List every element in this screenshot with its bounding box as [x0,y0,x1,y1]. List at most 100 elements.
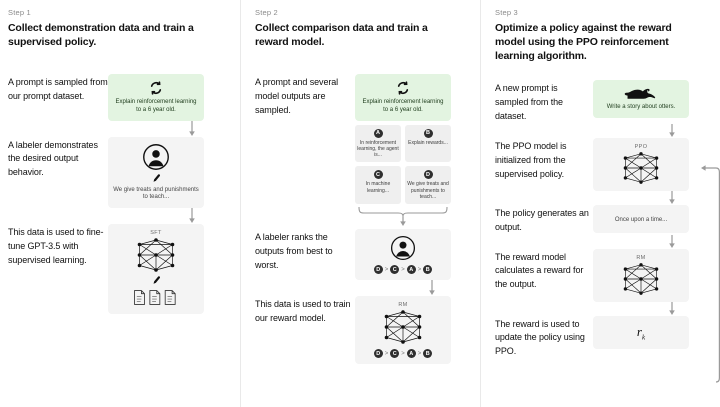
step-2-rm-tag: RM [398,302,408,308]
step-3-flow: A new prompt is sampled from the dataset… [495,79,720,383]
step-2-row-outputs: A In reinforcement learning, the agent i… [255,124,480,228]
step-1-flow: A prompt is sampled from our prompt data… [8,73,240,315]
step-2-desc-outputs [255,125,355,127]
step-2-row-prompt: A prompt and several model outputs are s… [255,73,480,121]
step-3-reward-panel: rk [593,315,689,350]
step-2-row-ranker: A labeler ranks the outputs from best to… [255,229,480,280]
step-3-arrow-4 [624,301,720,316]
person-circle-icon [390,235,416,261]
step-2-ranker-panel: D > C > A > B [355,229,451,280]
rm-rank-badge-1: D [373,349,383,358]
output-option-c[interactable]: C In machine learning... [355,166,401,204]
outputs-grid: A In reinforcement learning, the agent i… [355,124,451,204]
step-3-output-text: Once upon a time... [614,216,668,223]
rank-sep-2: > [401,266,405,273]
output-badge-b: B [423,128,433,138]
output-option-b[interactable]: B Explain rewards... [405,124,451,163]
rm-rank-badge-4: B [423,349,433,358]
step-3-desc-output: The policy generates an output. [495,207,589,232]
step-2-title: Collect comparison data and train a rewa… [255,22,428,48]
reward-formula-sub: k [641,333,646,342]
output-badge-c: C [373,170,383,180]
step-1-label: Step 1 [8,8,31,17]
step-2-desc-prompt: A prompt and several model outputs are s… [255,76,339,115]
step-3-title: Optimize a policy against the reward mod… [495,22,672,62]
step-3-row-rm: The reward model calculates a reward for… [495,248,720,302]
reward-formula-base: r [636,323,642,339]
step-1-desc-labeler: A labeler demonstrates the desired outpu… [8,139,98,178]
rm-rank-sep-2: > [401,350,405,357]
rank-sep-1: > [384,266,389,273]
ranking-row-labeler: D > C > A > B [373,265,433,274]
step-2-column: Step 2 Collect comparison data and train… [240,0,480,407]
rank-badge-1: D [373,265,383,274]
step-2-row-rm: This data is used to train our reward mo… [255,296,480,364]
step-3-rm-panel: RM [593,248,689,302]
step-2-arrow-1 [384,280,480,296]
rm-rank-badge-3: A [406,349,416,358]
neural-network-icon [618,151,664,185]
step-3-row-ppo: The PPO model is initialized from the su… [495,137,720,191]
step-3-desc-reward: The reward is used to update the policy … [495,318,585,357]
step-3-arrow-2 [624,190,720,205]
documents-icon [133,289,179,306]
step-3-desc-ppo: The PPO model is initialized from the su… [495,140,567,179]
step-3-ppo-tag: PPO [634,143,648,150]
step-3-desc-prompt: A new prompt is sampled from the dataset… [495,82,563,121]
step-3-prompt-text: Write a story about otters. [606,103,676,110]
neural-network-icon [379,309,427,345]
step-2-label: Step 2 [255,8,278,17]
step-3-row-output: The policy generates an output. Once upo… [495,204,720,235]
step-3-row-prompt: A new prompt is sampled from the dataset… [495,79,720,124]
output-text-c: In machine learning... [365,181,391,194]
output-text-b: Explain rewards... [408,139,448,146]
step-3-desc-rm: The reward model calculates a reward for… [495,251,584,290]
step-2-desc-ranker: A labeler ranks the outputs from best to… [255,232,333,270]
step-1-labeler-text: We give treats and punishments to teach.… [113,186,199,201]
step-1-labeler-panel: We give treats and punishments to teach.… [108,136,204,209]
step-3-rm-tag: RM [636,254,646,261]
neural-network-icon [132,237,180,273]
step-3-arrow-1 [624,123,720,138]
step-2-outputs-panel: A In reinforcement learning, the agent i… [355,124,451,228]
step-1-desc-prompt: A prompt is sampled from our prompt data… [8,76,108,101]
step-2-prompt-panel: Explain reinforcement learning to a 6 ye… [355,73,451,121]
rm-rank-sep-1: > [384,350,389,357]
step-3-arrow-3 [624,234,720,249]
rank-badge-2: C [390,265,400,274]
rank-sep-3: > [417,266,422,273]
rm-rank-badge-2: C [390,349,400,358]
step-1-sft-tag: SFT [150,230,162,237]
step-3-column: Step 3 Optimize a policy against the rew… [480,0,720,407]
gather-brace-icon [356,205,450,227]
step-1-arrow-2 [144,208,240,224]
step-1-sft-panel: SFT [108,224,204,315]
output-option-d[interactable]: D We give treats and punishments to teac… [405,166,451,204]
ranking-row-rm: D > C > A > B [373,349,433,358]
step-1-prompt-text: Explain reinforcement learning to a 6 ye… [115,98,197,113]
step-1-prompt-panel: Explain reinforcement learning to a 6 ye… [108,73,204,121]
step-3-ppo-panel: PPO [593,137,689,191]
step-3-label: Step 3 [495,8,518,17]
step-3-row-reward: The reward is used to update the policy … [495,315,720,360]
step-2-prompt-text: Explain reinforcement learning to a 6 ye… [362,98,444,113]
otter-icon [624,86,658,101]
output-text-a: In reinforcement learning, the agent is.… [357,139,399,159]
rank-badge-3: A [406,265,416,274]
person-circle-icon [142,143,170,171]
output-badge-a: A [373,128,383,138]
step-1-column: Step 1 Collect demonstration data and tr… [0,0,240,407]
reward-formula: rk [637,324,645,342]
pen-icon [151,275,162,286]
step-2-flow: A prompt and several model outputs are s… [255,73,480,364]
rank-badge-4: B [423,265,433,274]
output-option-a[interactable]: A In reinforcement learning, the agent i… [355,124,401,163]
step-1-row-sft: This data is used to fine-tune GPT-3.5 w… [8,224,240,315]
step-2-rm-panel: RM [355,296,451,364]
step-3-output-panel: Once upon a time... [593,204,689,234]
output-badge-d: D [423,170,433,180]
recycle-arrows-icon [395,80,411,96]
step-1-arrow-1 [144,120,240,137]
step-3-prompt-panel: Write a story about otters. [593,79,689,118]
